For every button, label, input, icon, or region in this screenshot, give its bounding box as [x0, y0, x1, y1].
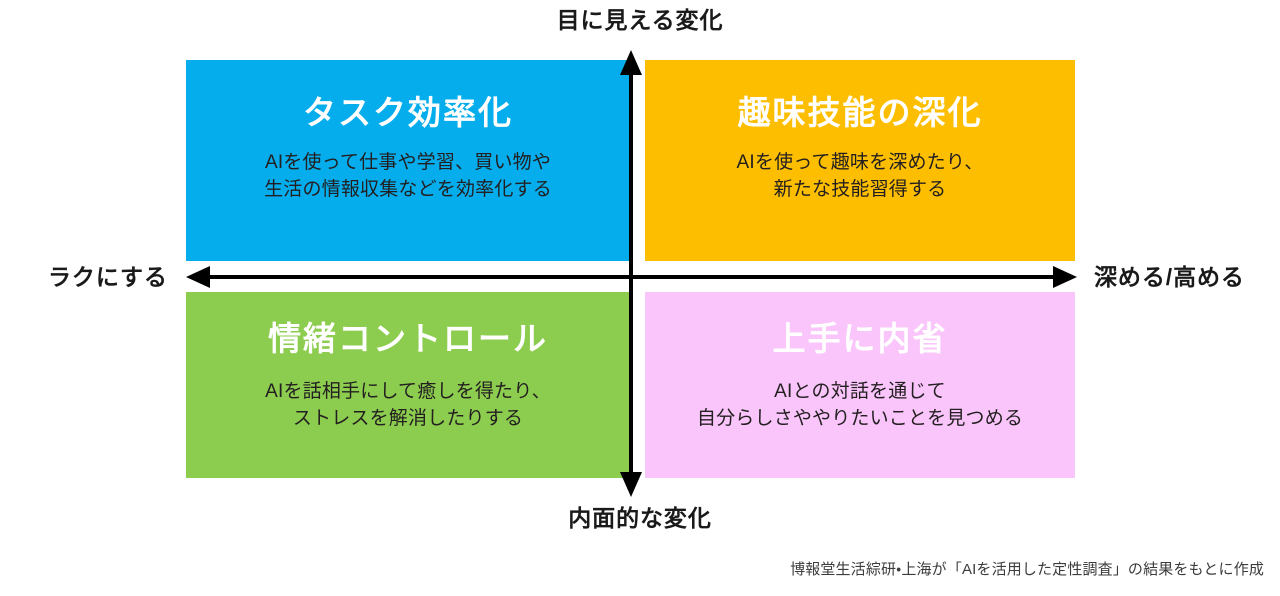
quadrant-emotion-control: 情緒コントロール AIを話相手にして癒しを得たり、 ストレスを解消したりする — [186, 292, 630, 478]
quadrant-title: タスク効率化 — [303, 94, 513, 131]
quadrant-description: AIを話相手にして癒しを得たり、 ストレスを解消したりする — [265, 378, 551, 433]
quadrant-description-line-1: AIを使って趣味を深めたり、 — [736, 151, 984, 173]
quadrant-title: 趣味技能の深化 — [737, 94, 983, 131]
axis-label-left: ラクにする — [48, 264, 168, 290]
quadrant-description: AIを使って趣味を深めたり、 新たな技能習得する — [737, 149, 984, 204]
axis-label-bottom: 内面的な変化 — [568, 505, 712, 531]
quadrant-description-line-1: AIを使って仕事や学習、買い物や — [264, 151, 552, 173]
quadrant-hobby-skill-deepening: 趣味技能の深化 AIを使って趣味を深めたり、 新たな技能習得する — [645, 60, 1075, 261]
source-footnote: 博報堂生活綜研・上海が「AIを活用した定性調査」の結果をもとに作成 — [790, 561, 1264, 578]
quadrant-description: AIとの対話を通じて 自分らしさややりたいことを見つめる — [697, 378, 1023, 433]
quadrant-description-line-1: AIとの対話を通じて — [774, 380, 946, 402]
right-arrowhead-icon — [1053, 266, 1077, 288]
left-arrowhead-icon — [186, 266, 210, 288]
quadrant-description-line-2: 自分らしさややりたいことを見つめる — [696, 408, 1024, 430]
quadrant-title: 上手に内省 — [772, 320, 948, 357]
quadrant-description-line-2: ストレスを解消したりする — [292, 408, 524, 430]
quadrant-description: AIを使って仕事や学習、買い物や 生活の情報収集などを効率化する — [264, 149, 552, 204]
quadrant-task-efficiency: タスク効率化 AIを使って仕事や学習、買い物や 生活の情報収集などを効率化する — [186, 60, 630, 261]
quadrant-description-line-1: AIを話相手にして癒しを得たり、 — [265, 380, 551, 402]
quadrant-title: 情緒コントロール — [268, 320, 548, 357]
axis-label-right: 深める/高める — [1094, 264, 1245, 290]
quadrant-skillful-introspection: 上手に内省 AIとの対話を通じて 自分らしさややりたいことを見つめる — [645, 292, 1075, 478]
quadrant-description-line-2: 生活の情報収集などを効率化する — [264, 179, 552, 201]
axis-label-top: 目に見える変化 — [556, 7, 724, 33]
quadrant-description-line-2: 新たな技能習得する — [773, 179, 947, 201]
